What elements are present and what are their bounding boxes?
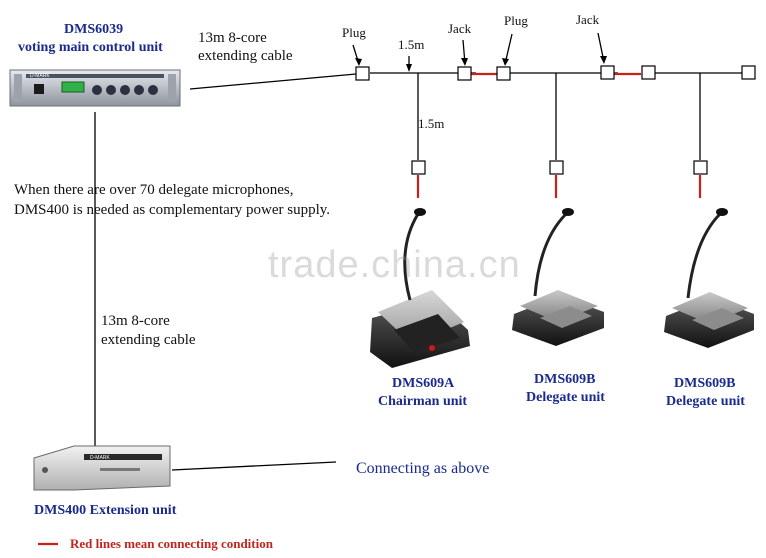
main-control-unit: D-MARK	[9, 69, 181, 107]
note-line2: DMS400 is needed as complementary power …	[14, 202, 331, 218]
unit-connector	[411, 160, 426, 175]
delegate-unit-2-name: Delegate unit	[666, 394, 745, 409]
delegate-unit-2-model: DMS609B	[674, 376, 736, 391]
chairman-unit-model: DMS609A	[392, 376, 455, 391]
legend-text: Red lines mean connecting condition	[70, 536, 273, 551]
connectors	[355, 65, 756, 175]
cable-top-line1: 13m 8-core	[198, 30, 267, 46]
label-plug: Plug	[342, 25, 366, 40]
end-connector	[741, 65, 756, 80]
delegate-unit-2-image	[664, 208, 754, 348]
delegate-unit-1-image	[512, 208, 604, 346]
pointer-arrowheads	[355, 56, 607, 72]
extension-brand: D-MARK	[90, 455, 110, 461]
plug-connector	[355, 66, 370, 81]
label-plug: Plug	[504, 13, 528, 28]
delegate-unit-1-name: Delegate unit	[526, 390, 605, 405]
chairman-unit-name: Chairman unit	[378, 394, 468, 409]
jack-connector	[457, 66, 472, 81]
extension-unit-image: D-MARK	[33, 445, 171, 491]
plug-connector	[496, 66, 511, 81]
connecting-text: Connecting as above	[356, 460, 490, 477]
plug-connector	[641, 65, 656, 80]
main-unit-brand: D-MARK	[30, 73, 50, 79]
cable-top-line2: extending cable	[198, 48, 293, 64]
main-unit-model: DMS6039	[64, 22, 124, 37]
jack-connector	[600, 65, 615, 80]
label-jack: Jack	[576, 12, 600, 27]
cable-left-line1: 13m 8-core	[101, 313, 170, 329]
label-length: 1.5m	[398, 37, 425, 52]
unit-connector	[549, 160, 564, 175]
watermark: trade.china.cn	[268, 244, 521, 286]
main-unit-description: voting main control unit	[18, 40, 163, 55]
chairman-unit-image	[370, 208, 470, 368]
extension-unit-label: DMS400 Extension unit	[34, 503, 177, 518]
label-length: 1.5m	[418, 116, 445, 131]
red-connections	[416, 72, 702, 198]
cable-left-line2: extending cable	[101, 332, 196, 348]
delegate-unit-1-model: DMS609B	[534, 372, 596, 387]
note-line1: When there are over 70 delegate micropho…	[14, 182, 294, 198]
unit-connector	[693, 160, 708, 175]
label-jack: Jack	[448, 21, 472, 36]
